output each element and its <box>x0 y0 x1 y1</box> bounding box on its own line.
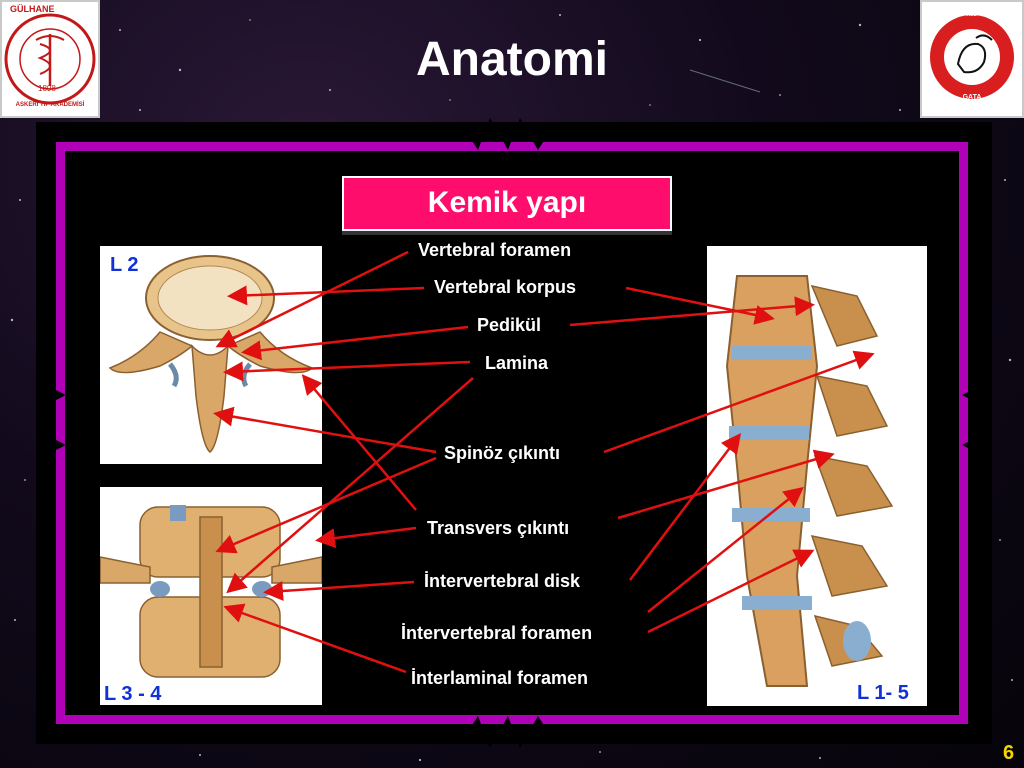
anesthesia-logo-text: ANESTEZİYOLOJİ ve REANİMASYON ABD <box>927 6 1017 18</box>
label-spinoz: Spinöz çıkıntı <box>444 443 561 463</box>
anesthesia-dept-logo: ANESTEZİYOLOJİ ve REANİMASYON ABD GATA <box>920 0 1024 118</box>
subtitle-box: Kemik yapı <box>342 176 672 231</box>
label-iv-foramen: İntervertebral foramen <box>401 623 593 643</box>
l15-spine-illustration <box>725 275 894 687</box>
label-transvers: Transvers çıkıntı <box>427 518 570 538</box>
page-number: 6 <box>1003 742 1015 764</box>
label-pedikul: Pedikül <box>477 315 542 335</box>
anesthesia-seal-icon <box>930 15 1014 99</box>
vertebra-l2-image: L 2 <box>100 246 322 464</box>
label-il-foramen: İnterlaminal foramen <box>411 668 589 688</box>
label-l2: L 2 <box>110 254 139 276</box>
content-frame-magenta <box>56 142 968 724</box>
label-vertebral-korpus: Vertebral korpus <box>434 277 577 297</box>
subtitle-text: Kemik yapı <box>427 186 587 219</box>
label-lamina: Lamina <box>485 353 549 373</box>
l34-vertebra-illustration <box>100 505 322 678</box>
gulhane-logo-bottom-text: ASKERİ TIP AKADEMİSİ <box>15 102 85 108</box>
label-vertebral-foramen: Vertebral foramen <box>418 240 572 260</box>
gulhane-logo: GÜLHANE 1898 ASKERİ TIP AKADEMİSİ <box>0 0 100 118</box>
l2-vertebra-illustration <box>108 255 314 453</box>
label-l15: L 1- 5 <box>857 682 909 704</box>
label-l34: L 3 - 4 <box>104 683 162 705</box>
slide-title: Anatomi <box>416 33 608 86</box>
anesthesia-logo-bottom: GATA <box>962 94 982 101</box>
gulhane-logo-year: 1898 <box>38 84 56 93</box>
vertebra-l15-image: L 1- 5 <box>707 246 927 706</box>
label-iv-disk: İntervertebral disk <box>424 571 581 591</box>
vertebra-l34-image: L 3 - 4 <box>100 487 322 705</box>
caduceus-seal-icon <box>4 13 96 105</box>
gulhane-logo-top-text: GÜLHANE <box>10 4 55 14</box>
